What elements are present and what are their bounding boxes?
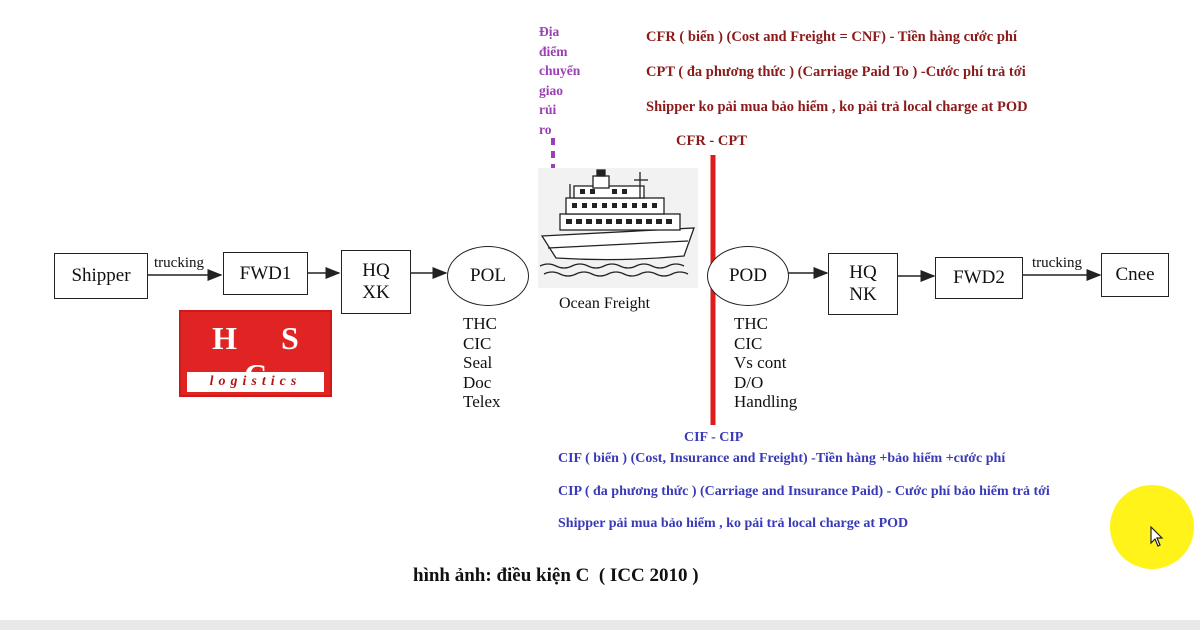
fee-item: Handling — [734, 392, 798, 411]
fee-item: Vs cont — [734, 353, 787, 372]
cif-note-3: Shipper pải mua bảo hiểm , ko pải trả lo… — [558, 516, 909, 531]
bottom-strip — [0, 620, 1200, 630]
logo-subtitle: logistics — [187, 372, 324, 392]
hq-nk-box: HQ NK — [828, 253, 898, 315]
shipper-box: Shipper — [54, 253, 148, 299]
cif-cip-label: CIF - CIP — [684, 430, 744, 445]
cfr-note-1: CFR ( biển ) (Cost and Freight = CNF) - … — [646, 29, 1017, 45]
fee-item: CIC — [463, 333, 492, 353]
cfr-cpt-label: CFR - CPT — [676, 133, 747, 149]
cfr-note-3: Shipper ko pải mua bảo hiểm , ko pải trả… — [646, 99, 1028, 115]
cursor-highlight — [1110, 485, 1194, 569]
risk-word: rủi — [539, 102, 557, 117]
mouse-pointer-icon — [1150, 526, 1164, 547]
trucking-label-right: trucking — [1032, 255, 1082, 271]
risk-word: điểm — [539, 43, 568, 59]
fee-item: THC — [734, 314, 768, 333]
cnee-box: Cnee — [1101, 253, 1169, 297]
fee-item: THC — [463, 314, 497, 333]
fee-item: Telex — [463, 392, 501, 411]
fee-item: Seal — [463, 353, 493, 372]
ship-icon — [538, 168, 698, 288]
pol-ellipse: POL — [447, 246, 529, 306]
fee-item: D/O — [734, 372, 764, 392]
pod-ellipse: POD — [707, 246, 789, 306]
cif-note-1: CIF ( biển ) (Cost, Insurance and Freigh… — [558, 451, 1006, 466]
figure-caption: hình ảnh: điều kiện C ( ICC 2010 ) — [413, 565, 699, 586]
risk-transfer-label: Địa điểm chuyển giao rủi ro — [539, 22, 599, 139]
fee-item: CIC — [734, 333, 763, 353]
cfr-note-2: CPT ( đa phương thức ) (Carriage Paid To… — [646, 64, 1026, 80]
risk-word: giao — [539, 82, 564, 98]
cif-note-2: CIP ( đa phương thức ) (Carriage and Ins… — [558, 484, 1050, 499]
fwd2-box: FWD2 — [935, 257, 1023, 299]
trucking-label-left: trucking — [154, 255, 204, 271]
risk-word: ro — [539, 121, 552, 137]
risk-word: Địa — [539, 24, 560, 39]
risk-word: chuyển — [539, 63, 581, 78]
hq-xk-box: HQ XK — [341, 250, 411, 314]
pol-fee-list: THC CIC Seal Doc Telex — [463, 314, 501, 412]
fwd1-box: FWD1 — [223, 252, 308, 295]
ocean-freight-label: Ocean Freight — [559, 295, 651, 312]
hsc-logistics-logo: H S C logistics — [179, 310, 332, 397]
fee-item: Doc — [463, 372, 492, 392]
pod-fee-list: THC CIC Vs cont D/O Handling — [734, 314, 797, 412]
